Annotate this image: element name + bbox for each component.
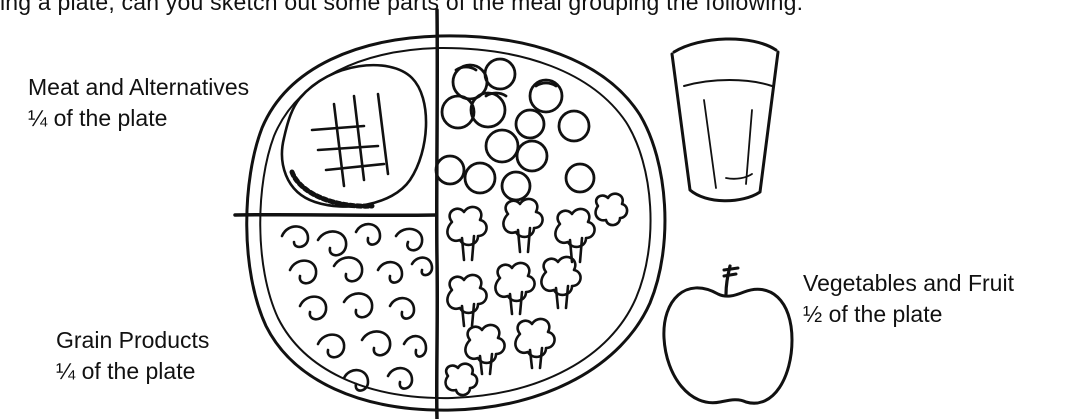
pasta-icon <box>282 224 432 390</box>
glass-icon <box>672 39 778 201</box>
mushroom-icon <box>436 59 594 200</box>
apple-icon <box>664 266 792 403</box>
steak-icon <box>282 65 426 206</box>
